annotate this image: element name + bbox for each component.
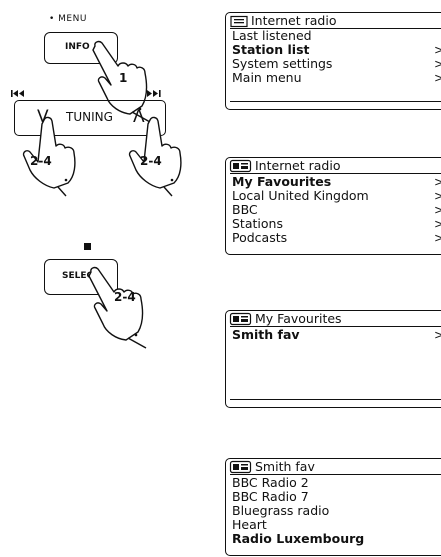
menu-item-label: Podcasts bbox=[232, 230, 287, 245]
menu-item[interactable]: Heart bbox=[232, 518, 441, 532]
step-label: 2-4 bbox=[140, 154, 162, 168]
menu-item[interactable]: Last listened bbox=[232, 29, 441, 43]
display-screen: Smith fav BBC Radio 2 BBC Radio 7 Bluegr… bbox=[225, 458, 441, 556]
menu-item[interactable]: Podcasts > bbox=[232, 231, 441, 245]
radio-icon bbox=[230, 461, 252, 473]
menu-item-label: Local United Kingdom bbox=[232, 188, 369, 203]
divider bbox=[230, 101, 441, 102]
menu-item-label: Station list bbox=[232, 42, 310, 57]
menu-item-label: Bluegrass radio bbox=[232, 503, 329, 518]
menu-label: • MENU bbox=[49, 14, 87, 24]
menu-item-label: Main menu bbox=[232, 70, 302, 85]
screen-title: Smith fav bbox=[255, 459, 315, 474]
menu-item[interactable]: System settings > bbox=[232, 57, 441, 71]
divider bbox=[230, 399, 441, 400]
menu-item-label: Radio Luxembourg bbox=[232, 531, 364, 546]
step-label: 1 bbox=[119, 71, 127, 85]
step-label: 2-4 bbox=[114, 290, 136, 304]
menu-item[interactable]: Station list > bbox=[232, 43, 441, 57]
menu-item[interactable]: Radio Luxembourg bbox=[232, 532, 441, 546]
display-screen: My Favourites Smith fav > bbox=[225, 310, 441, 408]
menu-item-label: BBC bbox=[232, 202, 258, 217]
menu-item-label: BBC Radio 2 bbox=[232, 475, 309, 490]
chevron-right-icon: > bbox=[434, 203, 441, 217]
pointing-hand-icon bbox=[86, 266, 166, 346]
chevron-right-icon: > bbox=[434, 43, 441, 57]
menu-item-label: Smith fav bbox=[232, 327, 300, 342]
display-screen: Internet radio My Favourites > Local Uni… bbox=[225, 157, 441, 255]
radio-icon bbox=[230, 313, 252, 325]
chevron-right-icon: > bbox=[434, 57, 441, 71]
screen-title: Internet radio bbox=[255, 158, 340, 173]
menu-item[interactable]: Local United Kingdom > bbox=[232, 189, 441, 203]
stop-icon bbox=[84, 243, 91, 250]
step-label: 2-4 bbox=[30, 154, 52, 168]
chevron-right-icon: > bbox=[434, 189, 441, 203]
chevron-right-icon: > bbox=[434, 175, 441, 189]
chevron-right-icon: > bbox=[434, 71, 441, 85]
menu-item-label: Last listened bbox=[232, 28, 312, 43]
screen-title: My Favourites bbox=[255, 311, 342, 326]
display-screen: Internet radio Last listened Station lis… bbox=[225, 12, 441, 110]
chevron-right-icon: > bbox=[434, 231, 441, 245]
skip-forward-icon bbox=[147, 90, 161, 98]
menu-item[interactable]: Stations > bbox=[232, 217, 441, 231]
info-button-label: INFO bbox=[65, 42, 90, 52]
chevron-right-icon: > bbox=[434, 217, 441, 231]
menu-item-label: Stations bbox=[232, 216, 283, 231]
screen-icon bbox=[230, 16, 248, 27]
screen-title: Internet radio bbox=[251, 13, 336, 28]
menu-item-label: Heart bbox=[232, 517, 267, 532]
menu-item[interactable]: BBC > bbox=[232, 203, 441, 217]
screen-title-bar: Internet radio bbox=[230, 13, 441, 29]
menu-item[interactable]: My Favourites > bbox=[232, 175, 441, 189]
menu-item-label: My Favourites bbox=[232, 174, 331, 189]
menu-item[interactable]: Smith fav > bbox=[232, 328, 441, 342]
menu-item[interactable]: Bluegrass radio bbox=[232, 504, 441, 518]
screen-title-bar: Internet radio bbox=[230, 158, 441, 174]
screen-title-bar: My Favourites bbox=[230, 311, 441, 327]
menu-item[interactable]: BBC Radio 7 bbox=[232, 490, 441, 504]
menu-item[interactable]: Main menu > bbox=[232, 71, 441, 85]
screen-title-bar: Smith fav bbox=[230, 459, 441, 475]
skip-back-icon bbox=[11, 90, 25, 98]
chevron-right-icon: > bbox=[434, 328, 441, 342]
menu-item-label: System settings bbox=[232, 56, 332, 71]
menu-item[interactable]: BBC Radio 2 bbox=[232, 476, 441, 490]
radio-icon bbox=[230, 160, 252, 172]
menu-item-label: BBC Radio 7 bbox=[232, 489, 309, 504]
